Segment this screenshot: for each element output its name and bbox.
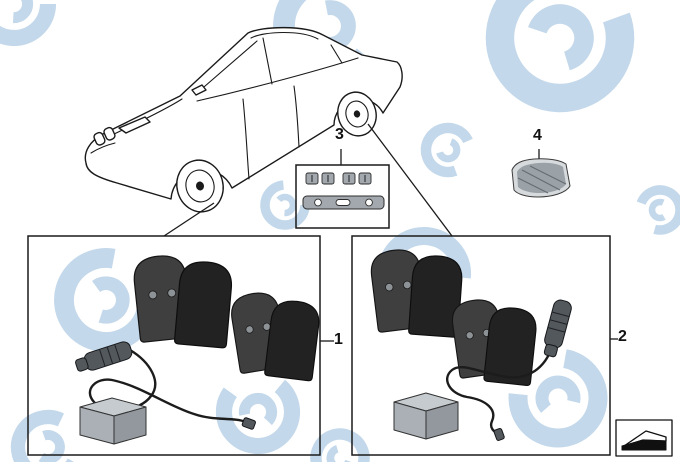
hardware-box-rear	[393, 392, 459, 440]
brake-pads-rear	[368, 246, 539, 387]
wear-sensor-rear	[446, 299, 572, 441]
direction-wedge-icon	[615, 419, 673, 457]
car-illustration	[84, 26, 403, 213]
part-callout-2[interactable]: 2	[618, 328, 627, 345]
grille-kidney-right	[103, 126, 116, 141]
leader-lines	[163, 123, 618, 342]
retaining-clip-set	[305, 172, 372, 185]
part-callout-4[interactable]: 4	[533, 127, 542, 144]
side-mirror	[191, 84, 207, 96]
wear-sensor-front	[75, 341, 256, 430]
front-wheel	[176, 159, 224, 213]
kit-box-3	[295, 164, 390, 229]
headlight	[118, 116, 151, 134]
rear-wheel	[337, 91, 377, 137]
mounting-bracket	[302, 195, 385, 210]
kit-box-2	[351, 235, 611, 456]
kit-box-1	[27, 235, 321, 456]
part-callout-1[interactable]: 1	[334, 331, 343, 348]
brake-pads-front	[131, 252, 322, 382]
grease-sachet	[511, 158, 571, 198]
hardware-box-front	[79, 397, 147, 445]
part-callout-3[interactable]: 3	[335, 126, 344, 143]
grille-kidney-left	[93, 131, 106, 146]
